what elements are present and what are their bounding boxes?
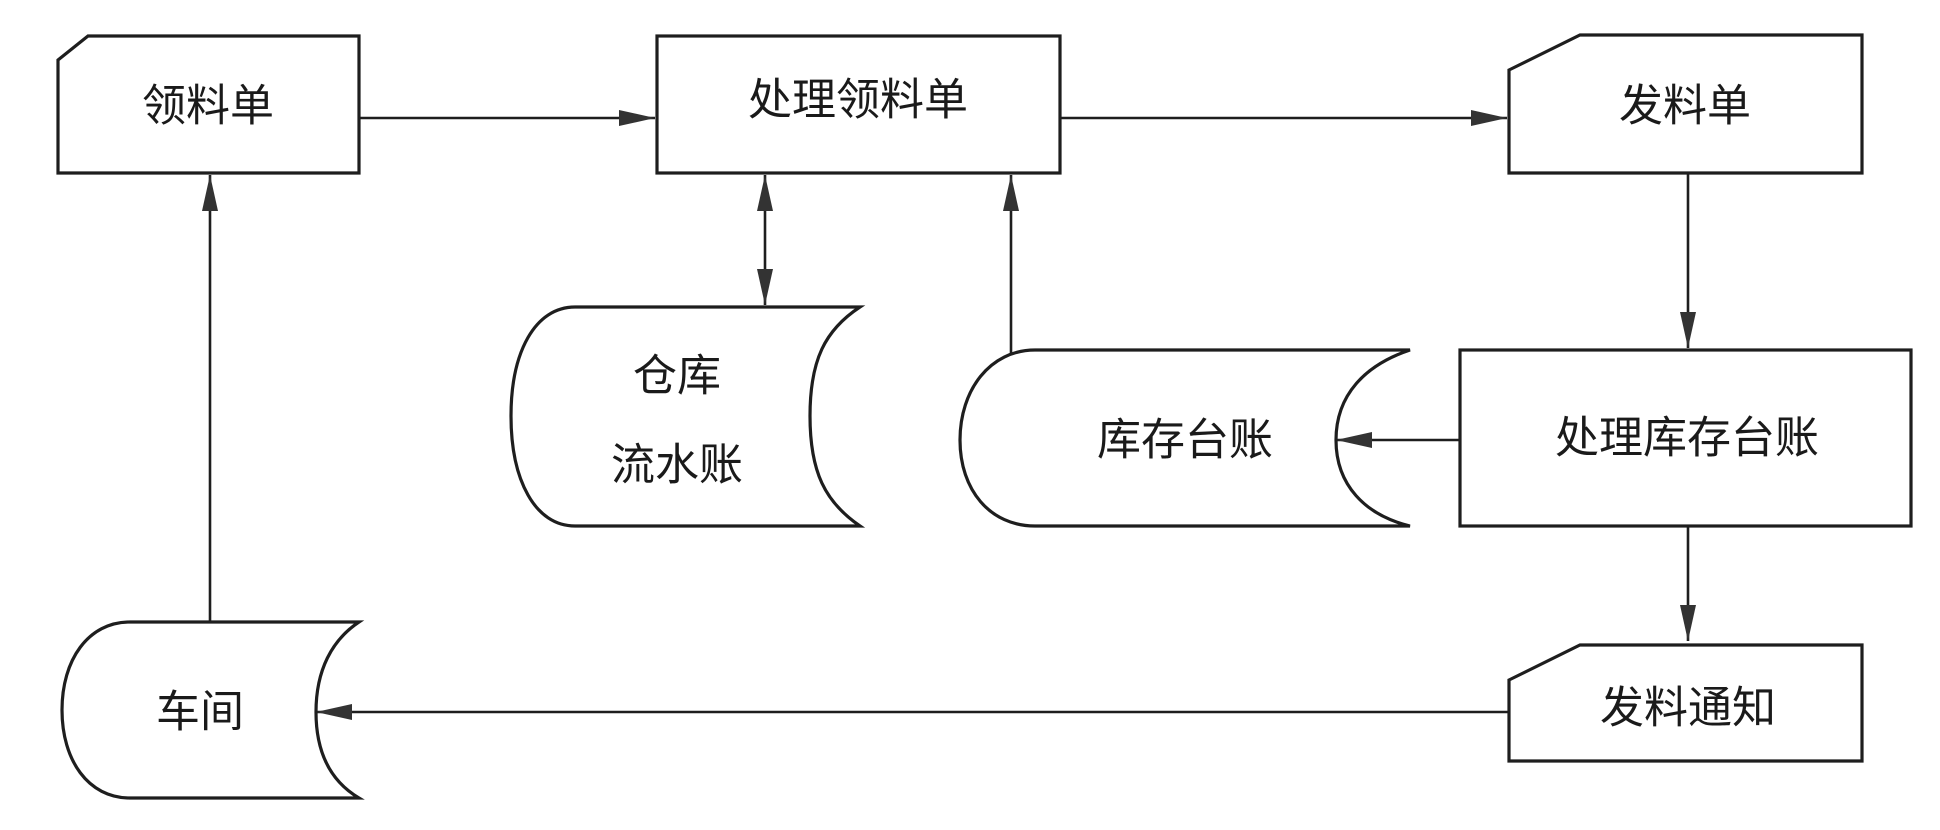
storage-shape	[509, 305, 866, 528]
node-label: 领料单	[142, 81, 274, 132]
storage-shape	[958, 348, 1411, 528]
node-label-line-1: 仓库	[633, 351, 721, 402]
node-label: 车间	[156, 687, 244, 738]
node-faliao-tongzhi[interactable]: 发料通知	[1507, 643, 1864, 763]
document-shape	[56, 34, 361, 175]
node-chuli-kucun-taizhang[interactable]: 处理库存台账	[1458, 348, 1913, 528]
node-label: 处理库存台账	[1555, 413, 1819, 464]
node-chuli-lingliaodan[interactable]: 处理领料单	[655, 34, 1062, 175]
node-lingliaodan[interactable]: 领料单	[56, 34, 361, 175]
node-faliaodan[interactable]: 发料单	[1507, 33, 1864, 175]
document-shape	[1507, 33, 1864, 175]
process-shape	[655, 34, 1062, 175]
node-label: 处理领料单	[748, 75, 968, 126]
process-shape	[1458, 348, 1913, 528]
storage-shape	[60, 620, 365, 800]
document-shape	[1507, 643, 1864, 763]
edges	[202, 110, 1696, 720]
node-label: 库存台账	[1097, 415, 1273, 466]
node-label-line-2: 流水账	[611, 440, 743, 491]
node-cangku-liushuizhang[interactable]: 仓库 流水账	[509, 305, 866, 528]
node-chejian[interactable]: 车间	[60, 620, 365, 800]
node-label: 发料通知	[1600, 683, 1776, 734]
node-label: 发料单	[1619, 81, 1751, 132]
node-kucun-taizhang[interactable]: 库存台账	[958, 348, 1411, 528]
